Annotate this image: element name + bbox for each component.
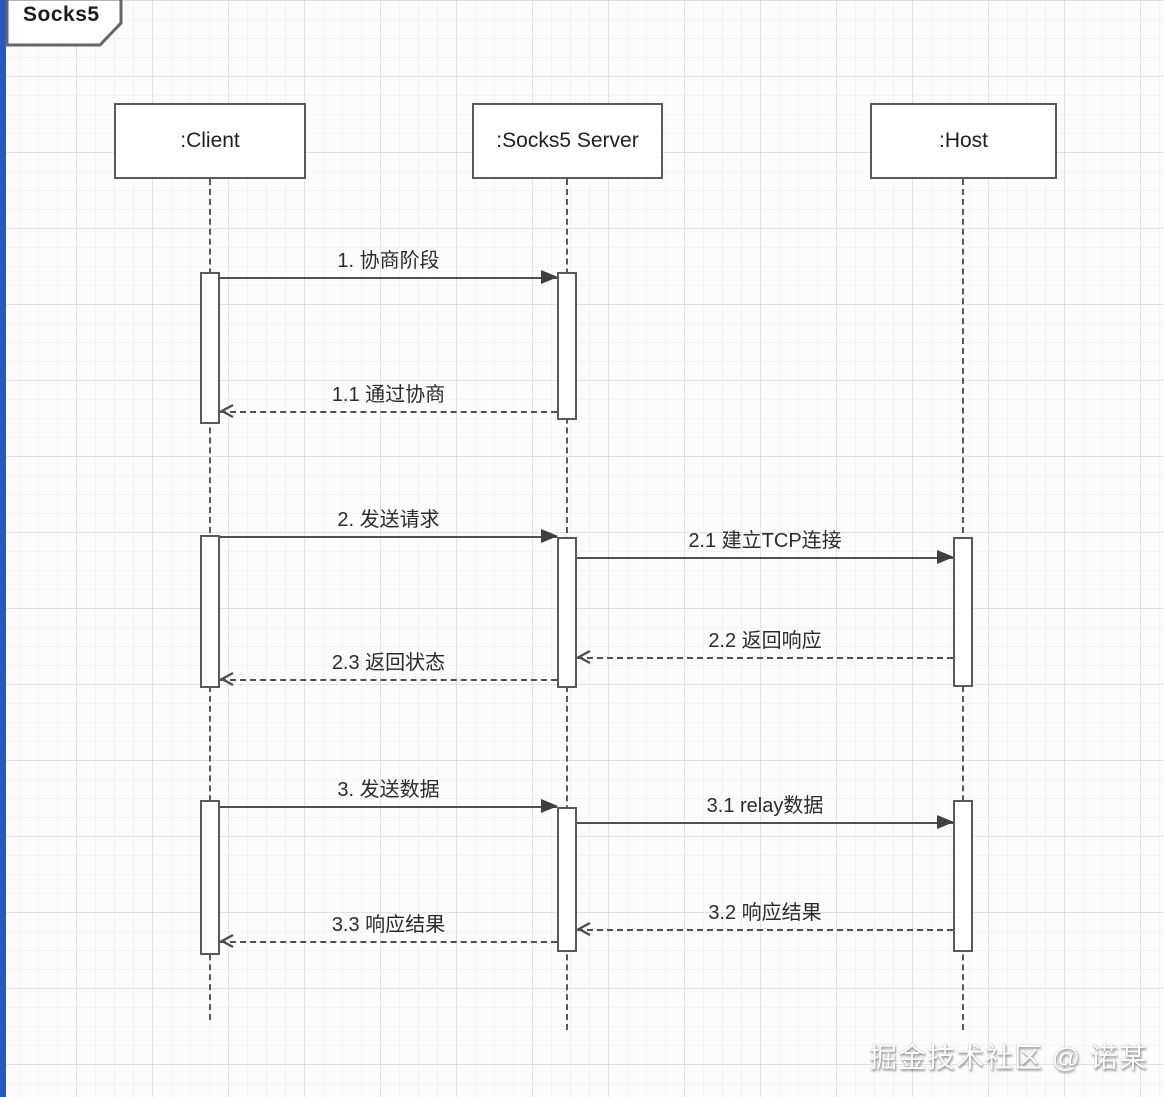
left-accent-bar: [0, 0, 6, 1097]
message-2-2-line: [577, 657, 953, 659]
message-1-1-label: 1.1 通过协商: [331, 384, 446, 406]
activation-server-1: [557, 272, 577, 420]
activation-host-2: [953, 800, 973, 952]
open-arrowhead-left-icon: [219, 933, 234, 949]
message-2-2-label: 2.2 返回响应: [708, 630, 822, 652]
activation-client-3: [200, 800, 220, 955]
filled-arrowhead-right-icon: [541, 529, 558, 543]
message-2-1-line: [577, 557, 953, 559]
message-1-1-line: [220, 411, 557, 413]
activation-server-2: [557, 537, 577, 688]
filled-arrowhead-right-icon: [541, 270, 558, 284]
message-1-line: [220, 277, 557, 279]
message-3-line: [220, 806, 557, 808]
frame-title-tab: Socks5: [5, 0, 129, 47]
message-3-1-label: 3.1 relay数据: [706, 795, 824, 817]
actor-socks5-server: :Socks5 Server: [472, 103, 663, 179]
message-2-3-label: 2.3 返回状态: [331, 652, 446, 674]
filled-arrowhead-right-icon: [937, 550, 954, 564]
activation-host-1: [953, 537, 973, 687]
frame-tab-shape: [5, 0, 123, 47]
message-2-line: [220, 536, 557, 538]
open-arrowhead-left-icon: [576, 649, 591, 665]
message-2-3-line: [220, 679, 557, 681]
open-arrowhead-left-icon: [576, 921, 591, 937]
message-1-label: 1. 协商阶段: [337, 250, 440, 272]
message-3-3-label: 3.3 响应结果: [331, 914, 446, 936]
message-2-1-label: 2.1 建立TCP连接: [688, 530, 842, 552]
activation-server-3: [557, 807, 577, 952]
actor-client-label: :Client: [180, 129, 240, 152]
frame-title: Socks5: [23, 3, 100, 26]
actor-client: :Client: [114, 103, 306, 179]
filled-arrowhead-right-icon: [541, 799, 558, 813]
watermark-text: 掘金技术社区 @ 诺某: [869, 1042, 1148, 1073]
activation-client-1: [200, 272, 220, 424]
message-3-2-line: [577, 929, 953, 931]
activation-client-2: [200, 535, 220, 688]
actor-host-label: :Host: [938, 129, 988, 152]
filled-arrowhead-right-icon: [937, 815, 954, 829]
message-3-1-line: [577, 822, 953, 824]
message-3-label: 3. 发送数据: [337, 779, 440, 801]
actor-host: :Host: [870, 103, 1057, 179]
actor-socks5-server-label: :Socks5 Server: [496, 129, 639, 152]
message-3-2-label: 3.2 响应结果: [708, 902, 822, 924]
message-3-3-line: [220, 941, 557, 943]
message-2-label: 2. 发送请求: [337, 509, 440, 531]
open-arrowhead-left-icon: [219, 671, 234, 687]
open-arrowhead-left-icon: [219, 403, 234, 419]
